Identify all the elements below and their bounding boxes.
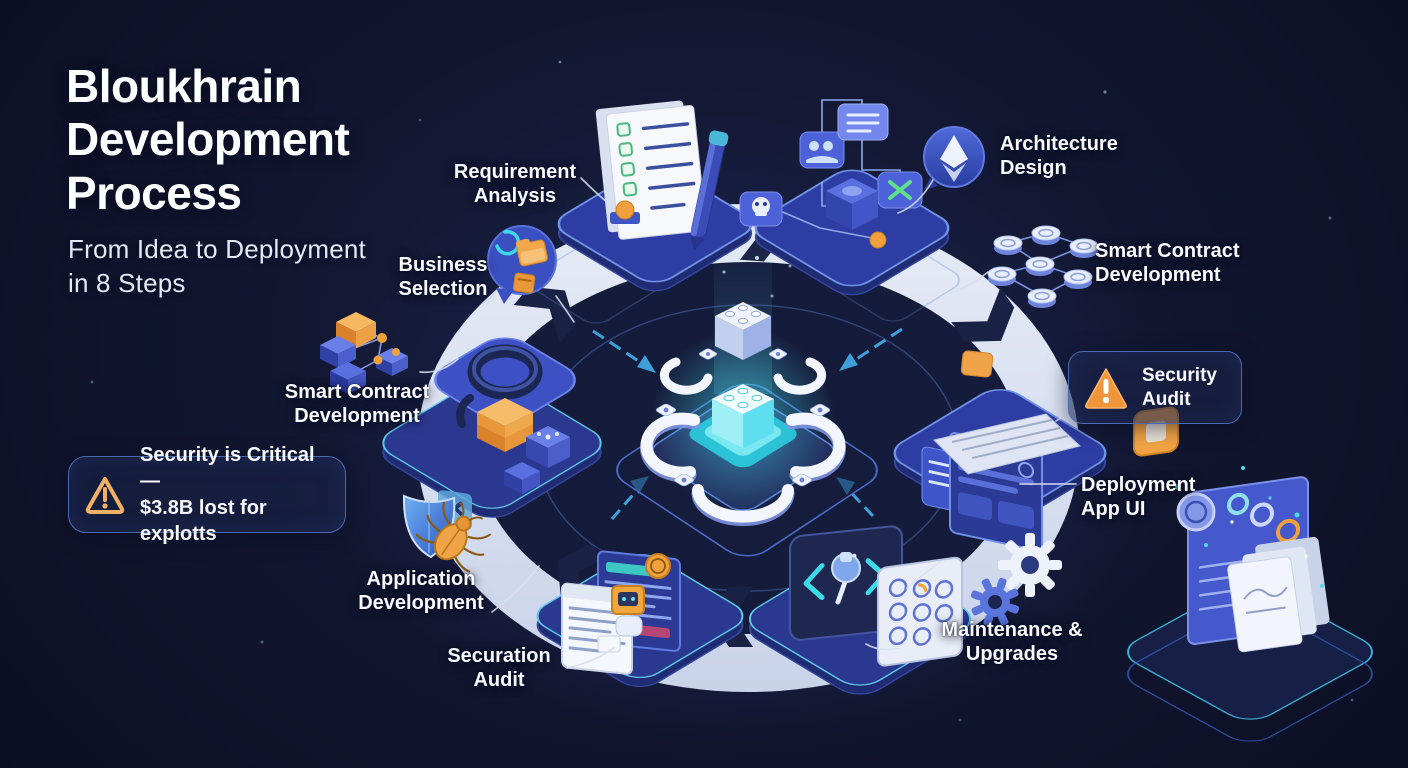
shield-bug-icon <box>402 494 491 573</box>
cluster-cubes <box>320 312 408 394</box>
small-cube <box>504 462 540 494</box>
checklist-document-icon <box>557 100 753 292</box>
leader-lines <box>419 177 1077 669</box>
page-title: Bloukhrain Development Process <box>66 60 350 220</box>
dashboard-icon <box>1127 406 1373 742</box>
chain-connector-cubes <box>655 348 831 487</box>
title-line-3: Process <box>66 166 242 219</box>
security-audit-text: Security Audit <box>1142 365 1217 410</box>
floating-tile <box>434 337 576 428</box>
torus-platform-icon <box>382 337 602 530</box>
flowchart-icon <box>739 99 950 296</box>
coin-badge <box>645 553 671 579</box>
label-securation-audit: Securation Audit <box>447 645 551 691</box>
code-editor-icon <box>748 525 972 695</box>
security-critical-text: Security is Critical — $3.8B lost for ex… <box>140 443 315 545</box>
iso-cube <box>826 178 878 230</box>
warning-triangle-icon <box>1083 366 1129 410</box>
label-maintenance-upgrades: Maintenance & Upgrades <box>941 619 1083 665</box>
orange-knob <box>610 200 640 224</box>
label-smart-contract-development-right: Smart Contract Development <box>1095 240 1240 286</box>
page-subtitle: From Idea to Deployment in 8 Steps <box>68 232 366 301</box>
magnifier-sphere <box>831 552 861 583</box>
security-audit-panel: Security Audit <box>1068 351 1242 424</box>
blockchain-hub-icon <box>616 230 878 557</box>
title-line-1: Bloukhrain <box>66 60 302 112</box>
orange-stack-cube <box>477 398 533 452</box>
robot-browser-icon <box>536 550 744 688</box>
label-application-development: Application Development <box>358 568 484 614</box>
label-smart-contract-development-left: Smart Contract Development <box>284 381 430 427</box>
label-deployment-app-ui: Deployment App UI <box>1081 474 1196 520</box>
subtitle-line-1: From Idea to Deployment <box>68 234 366 264</box>
pen-icon <box>690 130 729 251</box>
app-grid-tablet <box>877 556 963 667</box>
coin-network-icon <box>987 225 1099 308</box>
cube-cluster-icon <box>320 312 408 394</box>
robot-figure <box>597 585 645 653</box>
background-particles <box>90 60 1354 722</box>
warning-outline-icon <box>83 474 127 516</box>
subtitle-line-2: in 8 Steps <box>68 268 186 299</box>
ethereum-icon <box>923 126 985 190</box>
label-requirement-analysis: Requirement Analysis <box>453 161 577 207</box>
floating-dots <box>1175 466 1324 588</box>
title-line-2: Development <box>66 113 350 166</box>
glowing-block-cube <box>712 384 774 448</box>
dice-cube <box>526 426 570 468</box>
security-critical-callout: Security is Critical — $3.8B lost for ex… <box>68 444 346 545</box>
coin-nodes <box>987 225 1099 308</box>
laptop-icon <box>893 350 1107 552</box>
label-architecture-design: Architecture Design <box>1000 133 1118 179</box>
card-stack <box>1227 536 1330 653</box>
dashboard-coin <box>1176 492 1216 532</box>
gears-icon <box>970 533 1062 627</box>
floating-block-cube <box>715 302 771 360</box>
label-business-selection: Business Selection <box>398 254 488 300</box>
bug <box>415 501 491 573</box>
folder-badge-icon <box>487 225 557 304</box>
